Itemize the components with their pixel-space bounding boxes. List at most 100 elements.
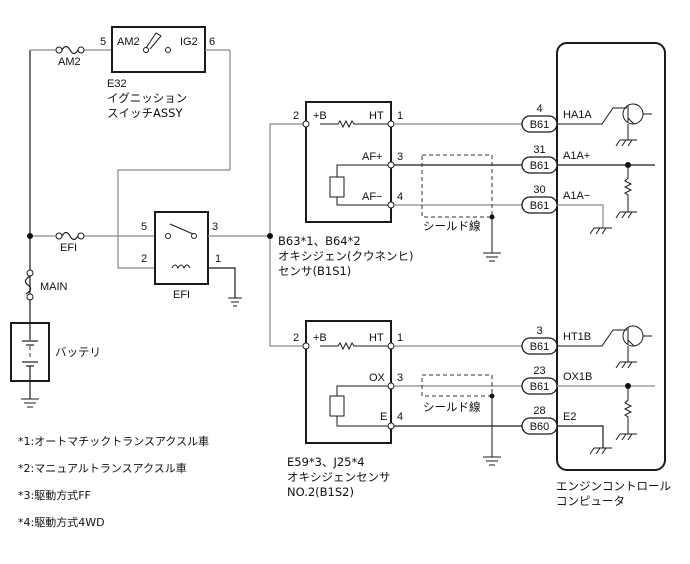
ground-relay <box>228 297 242 307</box>
s2-term-plusb: +B <box>313 332 327 344</box>
transistor-icon <box>622 325 644 347</box>
relay-contact-icon <box>169 223 194 235</box>
ignition-switch: 5 6 AM2 IG2 E32 イグニッション スイッチASSY <box>100 26 230 120</box>
ecu-signal-label: HT1B <box>563 331 591 343</box>
s1-name-2: センサ(B1S1) <box>278 264 351 278</box>
term-ig2: IG2 <box>180 36 198 48</box>
pulldown-resistor-icon <box>623 386 633 434</box>
s1-ref: B63*1、B64*2 <box>278 234 361 248</box>
s2-ref: E59*3、J25*4 <box>287 455 365 469</box>
fuse-am2-label: AM2 <box>58 56 81 68</box>
switch-name-2: スイッチASSY <box>107 106 183 120</box>
relay-coil-icon <box>171 264 191 270</box>
ecu-signal-label: A1A− <box>563 190 590 202</box>
pin-5: 5 <box>100 36 106 48</box>
footnotes: *1:オートマチックトランスアクスル車 *2:マニュアルトランスアクスル車 *3… <box>18 434 209 529</box>
s2-pin-4: 4 <box>397 411 403 423</box>
fusible-link-main: MAIN <box>24 269 68 301</box>
note-4: *4:駆動方式4WD <box>18 515 105 529</box>
s1-pin-3: 3 <box>397 151 403 163</box>
term-am2: AM2 <box>117 36 140 48</box>
connector-pin: 28 <box>533 405 545 417</box>
junction-dot <box>27 233 33 239</box>
shield-b1s2: シールド線 <box>421 374 501 466</box>
s2-pin-3: 3 <box>397 372 403 384</box>
key-switch-icon <box>145 32 162 50</box>
fuse-efi: EFI <box>55 231 85 254</box>
s2-term-ox: OX <box>369 372 386 384</box>
relay-pin-1: 1 <box>215 253 221 265</box>
s1-term-ht: HT <box>369 110 384 122</box>
heater-resistor-icon <box>320 341 388 351</box>
ig2-wire <box>117 50 231 269</box>
s1-term-afp: AF+ <box>362 151 382 163</box>
s2-pin-2: 2 <box>293 332 299 344</box>
ecu-signal-label: OX1B <box>563 371 592 383</box>
connector-id: B61 <box>530 341 550 353</box>
sensor-b1s1: 2 +B HT 1 AF+ 3 AF− 4 B63*1、B64*2 オキシジェン… <box>278 101 413 278</box>
relay-pin-3: 3 <box>212 221 218 233</box>
note-3: *3:駆動方式FF <box>18 488 91 502</box>
shield-b1s1: シールド線 <box>421 154 501 262</box>
shield-label: シールド線 <box>423 400 481 414</box>
connector-pin: 30 <box>533 184 545 196</box>
connector-pin: 23 <box>533 365 545 377</box>
sensor-element-icon <box>329 176 345 198</box>
switch-id: E32 <box>107 78 127 90</box>
ecu-name-2: コンピュータ <box>556 494 625 508</box>
s2-pin-1: 1 <box>397 332 403 344</box>
ecu: エンジンコントロール コンピュータ <box>556 42 671 508</box>
s2-term-ht: HT <box>369 332 384 344</box>
ecu-internal-b1s2 <box>557 325 655 455</box>
s1-name-1: オキシジェン(クウネンヒ) <box>278 249 413 263</box>
heater-resistor-icon <box>320 119 388 129</box>
s1-term-plusb: +B <box>313 110 327 122</box>
ecu-signal-label: E2 <box>563 411 576 423</box>
transistor-icon <box>622 103 644 125</box>
connector-pin: 31 <box>533 144 545 156</box>
note-1: *1:オートマチックトランスアクスル車 <box>18 434 209 448</box>
pulldown-resistor-icon <box>623 165 633 212</box>
sensor-b1s2: 2 +B HT 1 OX 3 E 4 E59*3、J25*4 オキシジェンセンサ… <box>287 320 403 499</box>
note-2: *2:マニュアルトランスアクスル車 <box>18 461 187 475</box>
sensor-element-icon <box>329 395 345 417</box>
s1-pin-1: 1 <box>397 110 403 122</box>
connector-id: B61 <box>530 119 550 131</box>
s1-pin-4: 4 <box>397 191 403 203</box>
s1-pin-2: 2 <box>293 110 299 122</box>
shield-label: シールド線 <box>423 219 481 233</box>
battery-label: バッテリ <box>55 345 101 359</box>
fuse-main-label: MAIN <box>40 281 68 293</box>
efi-relay: 5 3 2 1 EFI <box>141 211 270 301</box>
fuse-am2: AM2 <box>55 45 85 68</box>
connector-id: B61 <box>530 160 550 172</box>
connector-pin: 4 <box>536 103 542 115</box>
relay-label: EFI <box>173 289 190 301</box>
ecu-name-1: エンジンコントロール <box>556 479 671 493</box>
ecu-internal-b1s1 <box>557 103 655 235</box>
junction-dot <box>267 233 273 239</box>
battery: バッテリ <box>10 320 101 408</box>
s2-name-1: オキシジェンセンサ <box>287 470 391 484</box>
s2-name-2: NO.2(B1S2) <box>287 485 354 499</box>
relay-pin-5: 5 <box>141 221 147 233</box>
ecu-signal-label: HA1A <box>563 109 592 121</box>
s2-term-e: E <box>380 411 387 423</box>
connector-id: B61 <box>530 200 550 212</box>
switch-name-1: イグニッション <box>107 91 187 105</box>
relay-pin-2: 2 <box>141 253 147 265</box>
pin-6: 6 <box>209 36 215 48</box>
fuse-efi-label: EFI <box>60 242 77 254</box>
ecu-signal-label: A1A+ <box>563 150 590 162</box>
connector-id: B60 <box>530 421 550 433</box>
connector-pin: 3 <box>536 325 542 337</box>
